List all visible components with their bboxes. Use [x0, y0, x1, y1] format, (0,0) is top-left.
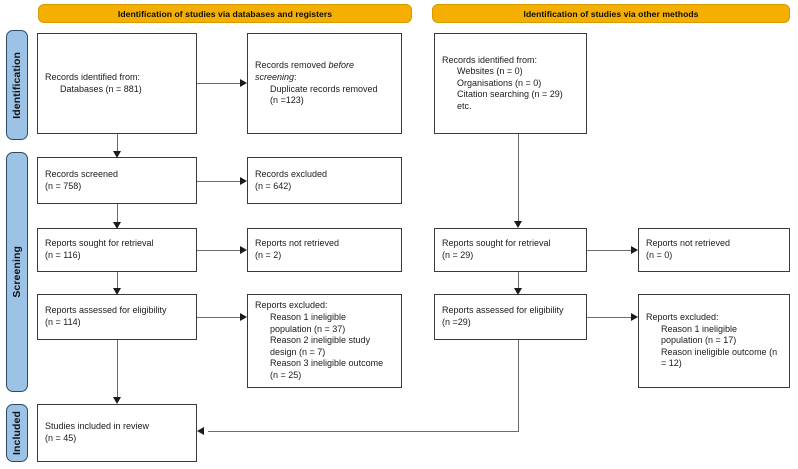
reports-excluded-reasons-line-6: Reason 3 ineligible outcome [270, 358, 384, 369]
records-removed-line-1: Records removed before [255, 60, 394, 72]
stage-tab-included-label: Included [11, 411, 23, 455]
stage-tab-identification: Identification [6, 30, 28, 140]
node-reports-assessed-eligibility-other: Reports assessed for eligibility (n =29) [434, 294, 587, 340]
reports-sought-other-line-1: Reports sought for retrieval [442, 238, 551, 249]
arrow-other-sought-to-not-retrieved [631, 246, 638, 254]
reports-assessed-line-2: (n = 114) [45, 317, 81, 327]
records-identified-other-line-3: Organisations (n = 0) [457, 77, 542, 88]
arrow-assessed-to-included [113, 397, 121, 404]
records-identified-databases-line-2: Databases (n = 881) [60, 83, 142, 94]
records-identified-other-line-5: etc. [457, 100, 472, 111]
connector-other-assessed-to-included [208, 431, 519, 433]
node-reports-assessed-eligibility: Reports assessed for eligibility (n = 11… [37, 294, 197, 340]
node-studies-included-review: Studies included in review (n = 45) [37, 404, 197, 462]
reports-assessed-other-line-1: Reports assessed for eligibility [442, 305, 564, 316]
reports-not-retrieved-line-2: (n = 2) [255, 250, 282, 260]
reports-excluded-reasons-line-3: population (n = 37) [270, 323, 346, 334]
arrow-screened-to-excluded [240, 177, 247, 185]
reports-excluded-other-line-1: Reports excluded: [646, 312, 719, 323]
connector-other-assessed-to-excluded [587, 317, 631, 319]
reports-not-retrieved-line-1: Reports not retrieved [255, 238, 340, 249]
records-removed-line-4: (n =123) [270, 95, 304, 106]
arrow-other-assessed-to-included [197, 427, 204, 435]
reports-sought-line-1: Reports sought for retrieval [45, 238, 154, 249]
records-removed-line-2-text: : [294, 71, 297, 82]
arrow-identified-to-screened [113, 151, 121, 158]
connector-identified-to-removed [197, 83, 240, 85]
records-screened-line-1: Records screened [45, 168, 119, 179]
records-excluded-line-1: Records excluded [255, 168, 328, 179]
reports-not-retrieved-other-line-2: (n = 0) [646, 250, 673, 260]
reports-excluded-reasons-line-4: Reason 2 ineligible study [270, 335, 371, 346]
connector-other-assessed-down [518, 340, 520, 432]
arrow-assessed-to-excluded [240, 313, 247, 321]
stage-tab-screening: Screening [6, 152, 28, 392]
banner-other-methods-label: Identification of studies via other meth… [523, 8, 699, 19]
reports-excluded-other-line-3: population (n = 17) [661, 335, 737, 346]
records-removed-line-2: screening: [255, 72, 394, 84]
reports-excluded-other-line-2: Reason 1 ineligible [661, 323, 738, 334]
connector-sought-to-not-retrieved [197, 250, 240, 252]
node-reports-sought-retrieval-other: Reports sought for retrieval (n = 29) [434, 228, 587, 272]
banner-databases-registers: Identification of studies via databases … [38, 4, 412, 23]
node-reports-not-retrieved-other: Reports not retrieved (n = 0) [638, 228, 790, 272]
records-identified-databases-line-1: Records identified from: [45, 71, 141, 82]
connector-identified-to-screened [117, 134, 119, 154]
arrow-screened-to-sought [113, 222, 121, 229]
node-records-excluded: Records excluded (n = 642) [247, 157, 402, 204]
reports-excluded-reasons-line-1: Reports excluded: [255, 300, 328, 311]
records-removed-line-1-text: Records removed [255, 60, 329, 71]
reports-sought-other-line-2: (n = 29) [442, 250, 474, 260]
connector-other-sought-to-assessed [518, 272, 520, 288]
connector-assessed-to-included [117, 340, 119, 398]
reports-excluded-reasons-line-7: (n = 25) [270, 369, 302, 380]
records-excluded-line-2: (n = 642) [255, 180, 292, 191]
arrow-other-sought-to-assessed [514, 288, 522, 295]
banner-other-methods: Identification of studies via other meth… [432, 4, 790, 23]
records-removed-line-2-emphasis: screening [255, 71, 295, 82]
arrow-other-identified-to-sought [514, 221, 522, 228]
reports-excluded-other-line-5: = 12) [661, 358, 682, 369]
connector-assessed-to-excluded [197, 317, 240, 319]
node-reports-excluded-reasons-other: Reports excluded: Reason 1 ineligible po… [638, 294, 790, 388]
connector-screened-to-sought [117, 204, 119, 223]
reports-assessed-line-1: Reports assessed for eligibility [45, 305, 167, 316]
node-reports-excluded-reasons: Reports excluded: Reason 1 ineligible po… [247, 294, 402, 388]
stage-tab-screening-label: Screening [11, 246, 23, 298]
node-records-identified-other: Records identified from: Websites (n = 0… [434, 33, 587, 134]
arrow-sought-to-not-retrieved [240, 246, 247, 254]
records-removed-line-3: Duplicate records removed [270, 83, 378, 94]
reports-excluded-reasons-line-5: design (n = 7) [270, 346, 326, 357]
reports-excluded-other-line-4: Reason ineligible outcome (n [661, 346, 778, 357]
connector-sought-to-assessed [117, 272, 119, 288]
records-screened-line-2: (n = 758) [45, 180, 82, 191]
banner-databases-registers-label: Identification of studies via databases … [117, 8, 333, 19]
reports-sought-line-2: (n = 116) [45, 250, 81, 260]
records-removed-line-1-emphasis: before [328, 60, 355, 71]
arrow-other-assessed-to-excluded [631, 313, 638, 321]
node-records-identified-databases: Records identified from: Databases (n = … [37, 33, 197, 134]
node-records-removed-before-screening: Records removed before screening: Duplic… [247, 33, 402, 134]
node-reports-sought-retrieval: Reports sought for retrieval (n = 116) [37, 228, 197, 272]
arrow-sought-to-assessed [113, 288, 121, 295]
connector-screened-to-excluded [197, 181, 240, 183]
studies-included-line-1: Studies included in review [45, 421, 150, 432]
reports-assessed-other-line-2: (n =29) [442, 317, 471, 327]
node-records-screened: Records screened (n = 758) [37, 157, 197, 204]
reports-excluded-reasons-line-2: Reason 1 ineligible [270, 312, 347, 323]
records-identified-other-line-4: Citation searching (n = 29) [457, 89, 563, 100]
connector-other-identified-to-sought [518, 134, 520, 222]
stage-tab-identification-label: Identification [11, 51, 23, 119]
records-identified-other-line-1: Records identified from: [442, 54, 538, 65]
arrow-identified-to-removed [240, 79, 247, 87]
reports-not-retrieved-other-line-1: Reports not retrieved [646, 238, 731, 249]
connector-other-sought-to-not-retrieved [587, 250, 631, 252]
studies-included-line-2: (n = 45) [45, 433, 77, 443]
records-identified-other-line-2: Websites (n = 0) [457, 66, 523, 77]
stage-tab-included: Included [6, 404, 28, 462]
node-reports-not-retrieved: Reports not retrieved (n = 2) [247, 228, 402, 272]
